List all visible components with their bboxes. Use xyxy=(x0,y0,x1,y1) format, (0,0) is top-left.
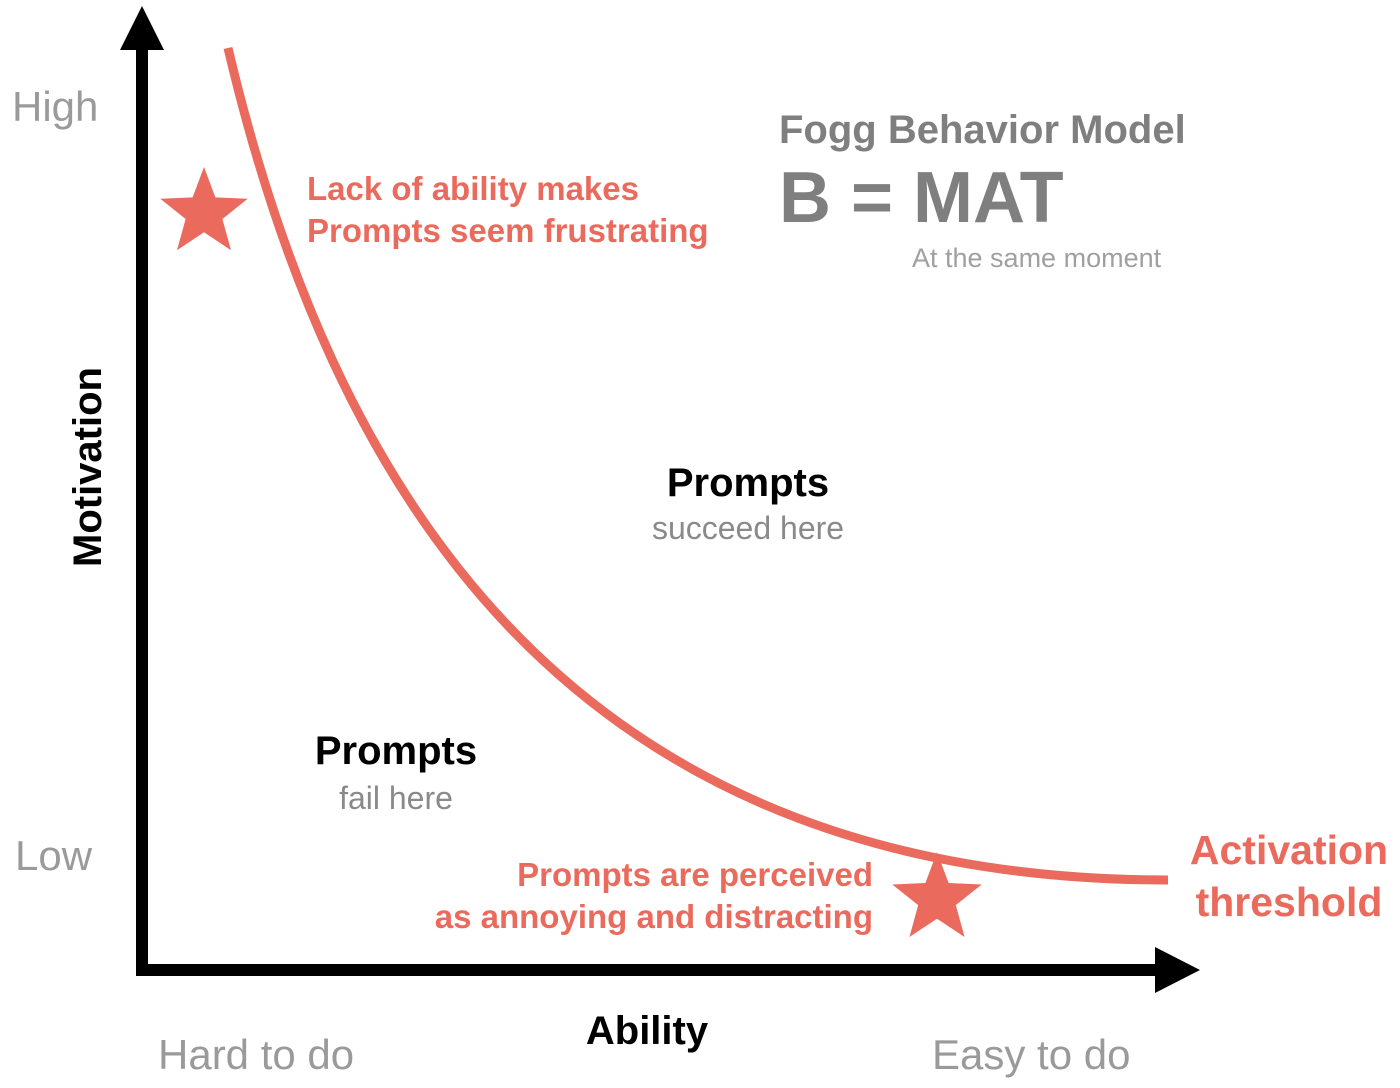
x-axis-title: Ability xyxy=(586,1009,709,1053)
success-region-subtitle: succeed here xyxy=(652,510,844,546)
model-formula: B = MAT xyxy=(779,158,1064,238)
y-axis-low-label: Low xyxy=(15,832,93,879)
top-left-note-line2: Prompts seem frustrating xyxy=(307,212,709,249)
bottom-right-note: Prompts are perceived as annoying and di… xyxy=(435,852,982,937)
model-title: Fogg Behavior Model xyxy=(779,108,1186,152)
failure-region-title: Prompts xyxy=(315,729,477,773)
bottom-right-note-line1: Prompts are perceived xyxy=(517,856,873,893)
x-axis-high-label: Easy to do xyxy=(932,1031,1130,1078)
activation-threshold-label-line1: Activation xyxy=(1190,827,1388,873)
bottom-right-note-line2: as annoying and distracting xyxy=(435,898,873,935)
x-axis-low-label: Hard to do xyxy=(158,1031,354,1078)
activation-threshold-label-line2: threshold xyxy=(1196,879,1383,925)
success-region-title: Prompts xyxy=(667,461,829,505)
y-axis-high-label: High xyxy=(12,83,98,130)
top-left-note: Lack of ability makes Prompts seem frust… xyxy=(160,167,709,251)
activation-threshold-curve xyxy=(223,46,1169,885)
x-axis-arrow xyxy=(1155,947,1200,993)
star-icon xyxy=(892,852,982,937)
model-formula-subtitle: At the same moment xyxy=(912,243,1162,273)
failure-region-subtitle: fail here xyxy=(339,780,453,816)
y-axis-title: Motivation xyxy=(66,367,110,567)
y-axis-arrow xyxy=(120,6,164,50)
star-icon xyxy=(160,167,248,251)
top-left-note-line1: Lack of ability makes xyxy=(307,170,639,207)
